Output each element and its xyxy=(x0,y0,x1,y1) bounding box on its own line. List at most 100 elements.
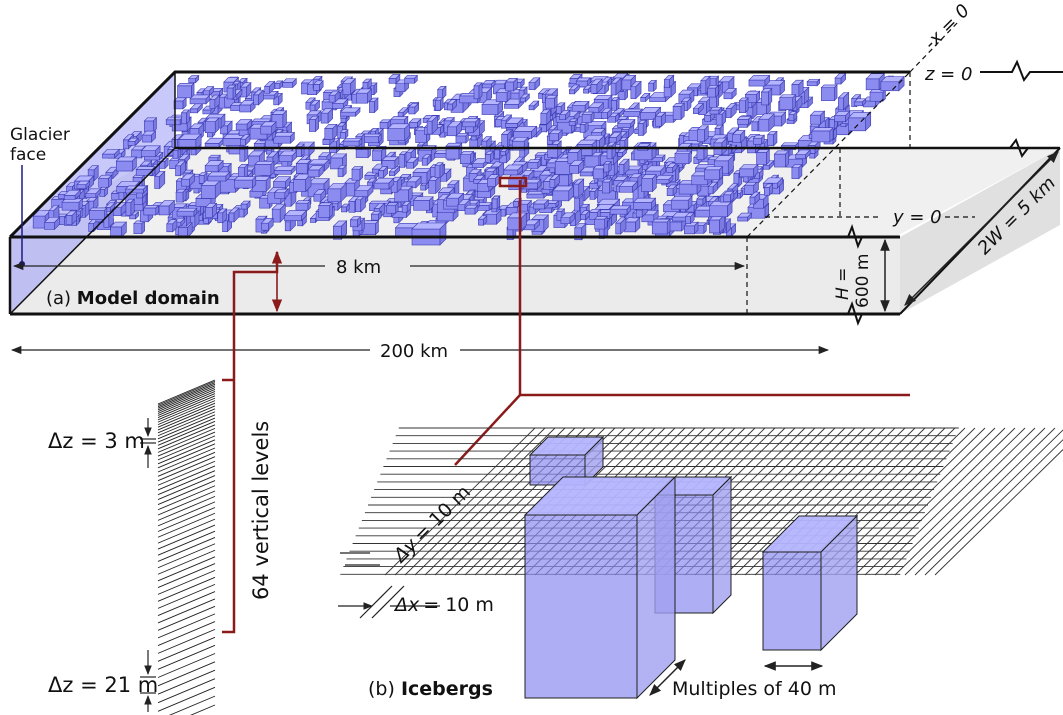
glacier-face-label-2: face xyxy=(10,145,46,165)
iceberg-block xyxy=(446,98,458,111)
iceberg-block xyxy=(464,204,479,215)
iceberg-block xyxy=(204,137,225,149)
iceberg-block xyxy=(623,216,641,233)
iceberg-block xyxy=(481,99,504,116)
grid-line-y xyxy=(894,427,1046,576)
vertical-level-line xyxy=(157,451,216,477)
y-zero-label: y = 0 xyxy=(892,207,942,228)
iceberg-block xyxy=(731,129,746,144)
iceberg-block xyxy=(758,113,775,132)
panel-a-label: (a) Model domain xyxy=(46,288,220,309)
iceberg-block xyxy=(88,207,108,221)
vertical-level-line xyxy=(157,387,216,412)
domain-left-diag xyxy=(9,147,176,315)
vertical-level-line xyxy=(157,563,216,588)
iceberg-block xyxy=(791,79,804,98)
iceberg-block xyxy=(187,74,200,84)
iceberg-block xyxy=(692,102,705,115)
iceberg-block xyxy=(522,219,541,231)
iceberg-block xyxy=(708,200,733,218)
iceberg-block xyxy=(684,212,695,225)
vertical-level-line xyxy=(157,470,216,496)
iceberg-block xyxy=(283,209,308,222)
vertical-level-line xyxy=(157,420,216,446)
iceberg-block xyxy=(593,215,608,230)
iceberg-block xyxy=(847,111,872,132)
iceberg-block xyxy=(295,143,305,158)
iceberg-block xyxy=(763,183,774,197)
grid-line-y xyxy=(834,427,986,576)
iceberg-block xyxy=(401,200,412,213)
iceberg-block xyxy=(339,107,361,117)
iceberg-block xyxy=(328,90,340,103)
iceberg-block xyxy=(210,87,224,98)
iceberg-block xyxy=(405,157,419,169)
vertical-level-line xyxy=(157,501,216,527)
iceberg-block xyxy=(791,163,803,180)
iceberg-block xyxy=(558,109,571,121)
iceberg-block xyxy=(755,148,771,166)
iceberg-block xyxy=(63,189,82,201)
vertical-levels-label: 64 vertical levels xyxy=(249,421,273,600)
grid-line-y xyxy=(884,427,1036,576)
iceberg-block xyxy=(263,80,276,95)
iceberg-block xyxy=(654,174,674,184)
iceberg-block xyxy=(174,160,187,177)
iceberg-block xyxy=(292,173,312,193)
iceberg-block xyxy=(713,137,728,156)
iceberg-block xyxy=(318,202,334,219)
iceberg-block xyxy=(428,175,442,195)
iceberg-block xyxy=(618,180,639,193)
vertical-level-line xyxy=(157,591,216,617)
iceberg-block xyxy=(725,102,737,119)
iceberg-block xyxy=(421,154,432,166)
iceberg-block xyxy=(446,120,463,137)
iceberg-block xyxy=(313,188,327,202)
iceberg-block xyxy=(61,198,84,211)
iceberg-block xyxy=(189,94,211,105)
iceberg-block xyxy=(736,212,753,222)
iceberg-block xyxy=(507,212,528,231)
grid-line-y xyxy=(854,427,1006,576)
dy-label: Δy= 10 m xyxy=(388,481,475,568)
iceberg-block xyxy=(339,128,349,140)
vertical-level-line xyxy=(157,628,216,654)
dx-dimension xyxy=(338,585,440,619)
grid-line-y xyxy=(914,429,1063,576)
iceberg-block xyxy=(696,195,707,206)
depth-h-label-1: H = xyxy=(833,268,853,300)
grid-line-y xyxy=(874,427,1026,576)
iceberg-block xyxy=(180,109,191,125)
iceberg-block xyxy=(388,73,401,85)
iceberg-block xyxy=(237,163,249,180)
iceberg-block xyxy=(696,125,710,143)
iceberg-block xyxy=(600,107,613,120)
iceberg-block xyxy=(644,165,667,178)
iceberg-block xyxy=(610,96,620,112)
vertical-level-line xyxy=(157,424,216,450)
iceberg-block xyxy=(324,123,338,141)
iceberg-block xyxy=(663,74,675,89)
iceberg-block xyxy=(589,187,599,201)
dz-bottom-dimension xyxy=(140,650,156,712)
iceberg-block xyxy=(779,94,797,111)
iceberg-block xyxy=(43,216,61,231)
iceberg-block xyxy=(571,100,590,112)
iceberg-block xyxy=(204,117,220,134)
iceberg-block xyxy=(528,77,541,91)
iceberg-block xyxy=(76,180,91,190)
vertical-level-line xyxy=(157,653,216,678)
iceberg-block xyxy=(833,110,851,123)
iceberg-block xyxy=(397,107,409,118)
iceberg-block xyxy=(579,210,591,221)
vertical-level-line xyxy=(157,530,216,556)
iceberg-block xyxy=(738,163,759,178)
vertical-level-line xyxy=(157,431,216,457)
iceberg-block xyxy=(706,84,719,98)
iceberg-block xyxy=(200,179,222,200)
iceberg-block xyxy=(238,99,256,113)
vertical-level-line xyxy=(157,391,216,416)
iceberg-block xyxy=(408,118,422,129)
iceberg-block xyxy=(560,212,576,225)
iceberg-block xyxy=(555,102,566,115)
